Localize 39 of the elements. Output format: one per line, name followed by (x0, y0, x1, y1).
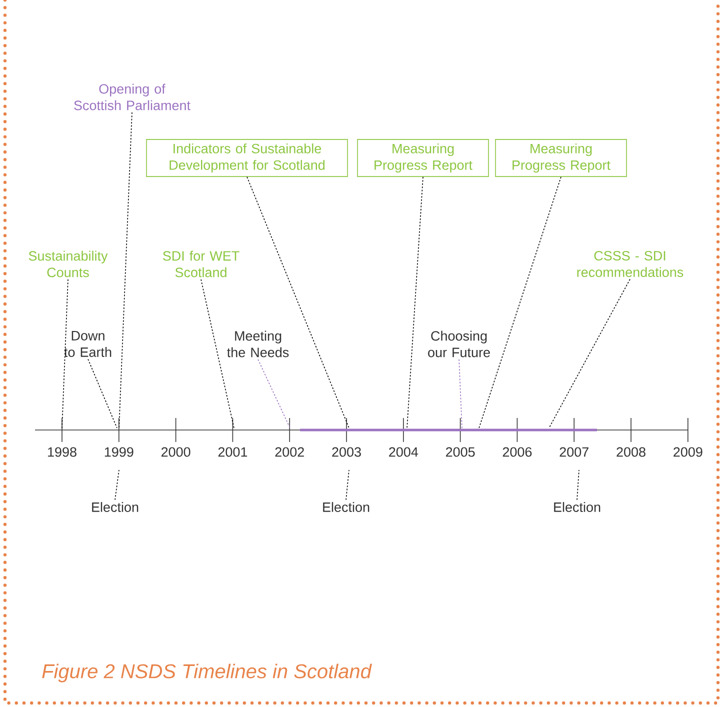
leader-line (246, 176, 350, 428)
year-label: 2006 (502, 447, 532, 457)
year-label: 1998 (48, 447, 76, 457)
event-label: Election (554, 502, 600, 512)
figure-caption: Figure 2 NSDS Timelines in Scotland (42, 664, 372, 682)
year-label: 2005 (446, 447, 475, 457)
leader-line (548, 278, 630, 428)
report-box: Measuring Progress Report (495, 139, 627, 177)
event-label: CSSS - SDI recommendations (577, 250, 684, 278)
year-label: 2009 (674, 447, 702, 457)
event-label: Sustainability Counts (28, 250, 108, 278)
event-label: Election (323, 502, 370, 512)
year-label: 2002 (275, 447, 304, 457)
leader-line (406, 176, 424, 428)
year-label: 2000 (161, 447, 190, 457)
event-label: Meeting the Needs (227, 330, 289, 358)
year-label: 1999 (104, 447, 134, 457)
event-label: Choosing our Future (428, 330, 490, 358)
leader-line (118, 112, 132, 428)
event-label: SDI for WET Scotland (163, 250, 240, 278)
leader-line (62, 279, 68, 428)
report-box: Measuring Progress Report (357, 139, 489, 177)
event-label: Election (92, 502, 138, 512)
leader-line (576, 470, 580, 500)
year-label: 2001 (218, 447, 248, 457)
year-label: 2007 (560, 447, 588, 457)
leader-line (346, 470, 350, 500)
year-label: 2004 (389, 447, 418, 457)
leader-line (458, 359, 462, 428)
leader-line (258, 359, 290, 428)
leader-line (200, 279, 234, 428)
report-box: Indicators of Sustainable Development for Scotland (146, 139, 348, 177)
leader-line (88, 358, 118, 428)
year-label: 2003 (332, 447, 361, 457)
leader-line (478, 176, 562, 428)
event-label: Opening of Scottish Parliament (74, 84, 190, 110)
leader-line (114, 470, 120, 500)
event-label: Down to Earth (64, 331, 112, 357)
year-label: 2008 (616, 447, 646, 457)
